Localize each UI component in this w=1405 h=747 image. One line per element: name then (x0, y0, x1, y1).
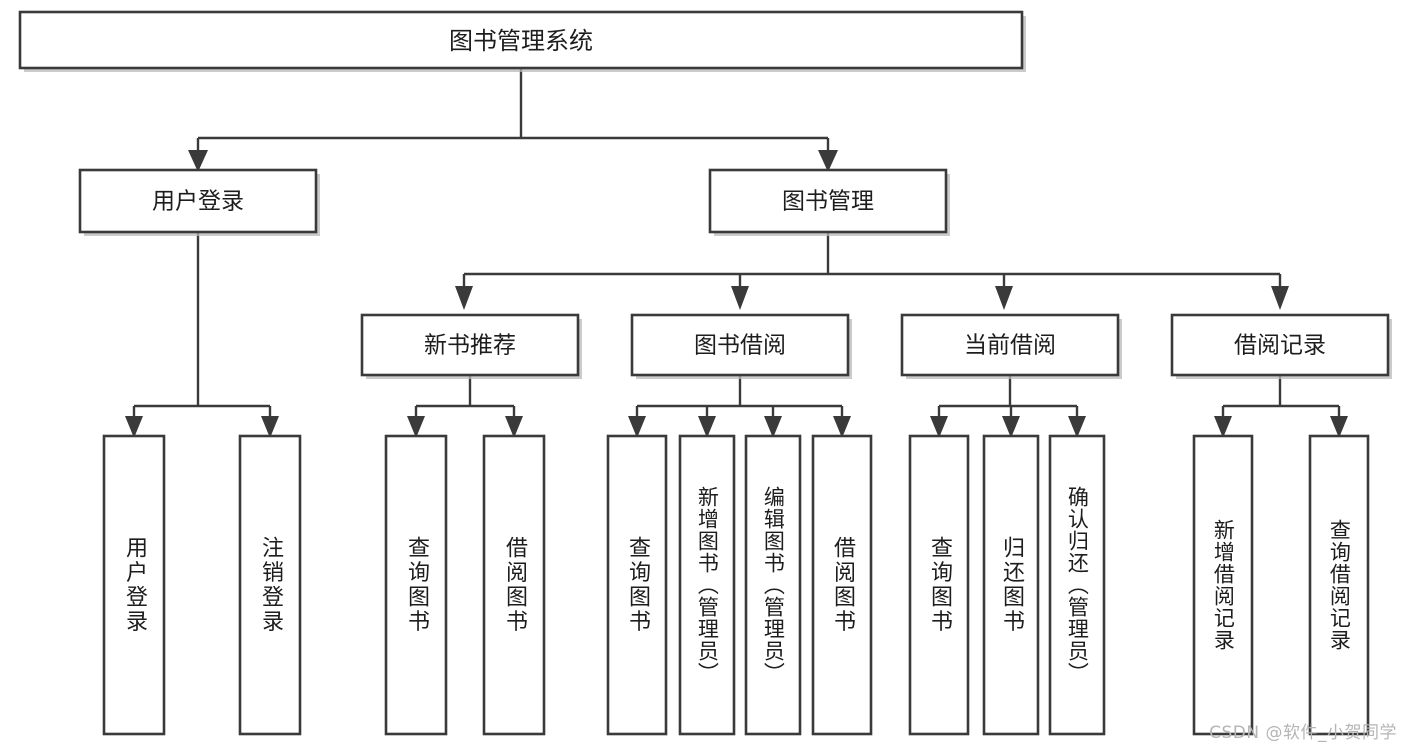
arrow-to-leaf-logout-login (261, 416, 279, 438)
leaf-edit-book-box[interactable] (744, 434, 802, 736)
arrow-to-leaf-confirm-return (1068, 416, 1086, 438)
arrow-to-current-borrow (995, 286, 1013, 310)
arrow-to-leaf-return-book (1002, 416, 1020, 438)
node-book-manage[interactable]: 图书管理 (708, 168, 950, 236)
node-current-borrow[interactable]: 当前借阅 (900, 313, 1122, 379)
root-label: 图书管理系统 (449, 27, 593, 55)
new-book-recommend-label: 新书推荐 (424, 333, 516, 359)
arrow-to-leaf-query-book-1 (407, 416, 425, 438)
user-login-label: 用户登录 (152, 189, 244, 215)
arrow-to-new-book-recommend (455, 286, 473, 310)
leaf-confirm-return-box[interactable] (1048, 434, 1106, 736)
borrow-record-label: 借阅记录 (1234, 333, 1326, 359)
node-root[interactable]: 图书管理系统 (18, 10, 1026, 72)
leaf-query-record-box[interactable] (1308, 434, 1370, 736)
new-book-recommend-box[interactable] (360, 313, 580, 377)
arrowhead-layer (125, 150, 1348, 438)
book-manage-label: 图书管理 (782, 189, 874, 215)
arrow-to-leaf-query-record (1330, 416, 1348, 438)
current-borrow-box[interactable] (900, 313, 1120, 377)
arrow-to-book-borrow (731, 286, 749, 310)
leaf-query-book-3-box[interactable] (908, 434, 970, 736)
borrow-record-box[interactable] (1170, 313, 1390, 377)
watermark-text: CSDN @软件_小贺同学 (1209, 723, 1397, 743)
book-manage-box[interactable] (708, 168, 948, 234)
arrow-to-leaf-query-book-3 (930, 416, 948, 438)
leaf-borrow-book-1-box[interactable] (482, 434, 546, 736)
arrow-to-borrow-record (1271, 286, 1289, 310)
node-user-login[interactable]: 用户登录 (78, 168, 320, 236)
arrow-to-book-manage (818, 150, 838, 172)
leaf-query-book-2-box[interactable] (606, 434, 668, 736)
arrow-to-leaf-query-book-2 (628, 416, 646, 438)
book-borrow-label: 图书借阅 (694, 333, 786, 359)
arrow-to-user-login (188, 150, 208, 172)
root-box[interactable] (18, 10, 1024, 70)
user-login-box[interactable] (78, 168, 318, 234)
arrow-to-leaf-edit-book (764, 416, 782, 438)
arrow-to-leaf-add-record (1214, 416, 1232, 438)
leaf-return-book-box[interactable] (982, 434, 1040, 736)
book-borrow-box[interactable] (630, 313, 850, 377)
leaf-query-book-1-box[interactable] (384, 434, 448, 736)
leaf-logout-login-box[interactable] (238, 434, 302, 736)
leaf-borrow-book-2-box[interactable] (811, 434, 873, 736)
node-book-borrow[interactable]: 图书借阅 (630, 313, 852, 379)
current-borrow-label: 当前借阅 (964, 333, 1056, 359)
leaf-add-book-box[interactable] (678, 434, 736, 736)
arrow-to-leaf-add-book (698, 416, 716, 438)
arrow-to-leaf-user-login (125, 416, 143, 438)
node-layer: 图书管理系统 用户登录 图书管理 新书推荐 (18, 10, 1392, 736)
leaf-user-login-box[interactable] (102, 434, 166, 736)
arrow-to-leaf-borrow-book-1 (505, 416, 523, 438)
node-borrow-record[interactable]: 借阅记录 (1170, 313, 1392, 379)
arrow-to-leaf-borrow-book-2 (833, 416, 851, 438)
leaf-add-record-box[interactable] (1192, 434, 1254, 736)
node-new-book-recommend[interactable]: 新书推荐 (360, 313, 582, 379)
